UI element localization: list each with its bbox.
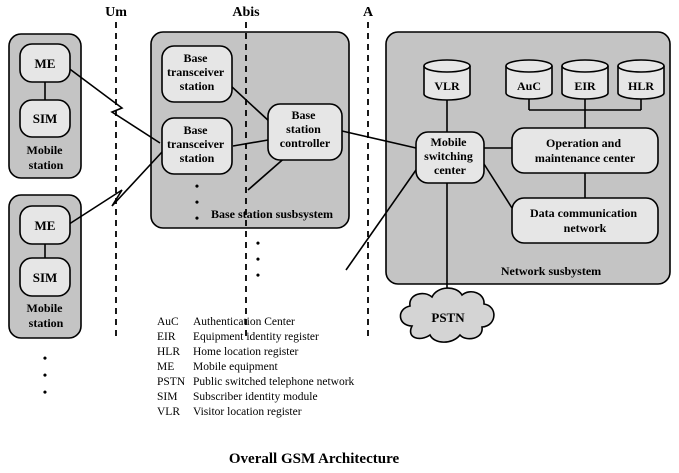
- hlr-label: HLR: [628, 79, 654, 93]
- auc-label: AuC: [517, 79, 541, 93]
- nss-label: Network susbystem: [501, 264, 601, 278]
- hlr-database: HLR: [617, 59, 665, 100]
- more-bts-dot-1: •: [195, 179, 199, 193]
- omc-label: Operation and maintenance center: [535, 136, 636, 165]
- radio-link-1: [62, 63, 161, 144]
- more-mobile-stations-dot-2: •: [43, 368, 47, 382]
- bts2-bsc-link: [232, 139, 269, 147]
- bts-box-1: [161, 45, 233, 103]
- legend-abbr-hlr: HLR: [157, 346, 180, 358]
- legend-desc-auc: Authentication Center: [193, 316, 295, 328]
- legend-abbr-pstn: PSTN: [157, 376, 186, 388]
- bts-label-1: Base transceiver station: [167, 51, 227, 93]
- bts-label-2: Base transceiver station: [167, 123, 227, 165]
- vlr-label: VLR: [434, 79, 460, 93]
- msc-external-link: [345, 169, 417, 271]
- bss-label: Base station susbsystem: [211, 207, 333, 221]
- pstn-label: PSTN: [431, 310, 465, 325]
- bts-box-2: [161, 117, 233, 175]
- bts1-bsc-link: [230, 85, 271, 123]
- a-interface-label: A: [363, 5, 374, 20]
- omc-box: [511, 127, 659, 174]
- bsc-msc-link: [341, 130, 417, 149]
- mobile-station-1-label: Mobile station: [27, 143, 66, 172]
- dcn-label: Data communication network: [530, 206, 640, 235]
- um-interface-label: Um: [105, 5, 127, 20]
- legend: AuC Authentication Center EIR Equipment …: [157, 316, 355, 418]
- legend-desc-vlr: Visitor location register: [193, 406, 302, 418]
- more-bsc-dot-1: •: [256, 236, 260, 250]
- auc-database: AuC: [505, 59, 553, 100]
- sim-box-1: [19, 99, 71, 138]
- me-label-2: ME: [35, 218, 56, 233]
- pstn-cloud: PSTN: [399, 287, 495, 343]
- msc-dcn-link: [483, 163, 513, 209]
- eir-database: EIR: [561, 59, 609, 100]
- legend-abbr-eir: EIR: [157, 331, 176, 343]
- legend-abbr-me: ME: [157, 361, 174, 373]
- msc-label: Mobile switching center: [424, 135, 476, 177]
- diagram-title: Overall GSM Architecture: [229, 451, 400, 467]
- me-label-1: ME: [35, 56, 56, 71]
- bsc-box: [267, 103, 343, 161]
- eir-label: EIR: [574, 79, 596, 93]
- legend-abbr-sim: SIM: [157, 391, 177, 403]
- sim-label-2: SIM: [33, 270, 58, 285]
- bsc-label: Base station controller: [280, 108, 331, 150]
- more-mobile-stations-dot-1: •: [43, 351, 47, 365]
- more-bts-dot-2: •: [195, 195, 199, 209]
- mobile-station-2-label: Mobile station: [27, 301, 66, 330]
- sim-box-2: [19, 257, 71, 297]
- legend-desc-me: Mobile equipment: [193, 361, 278, 373]
- sim-label-1: SIM: [33, 111, 58, 126]
- msc-box: [415, 131, 485, 184]
- more-bts-dot-3: •: [195, 211, 199, 225]
- radio-link-2: [62, 151, 163, 229]
- legend-desc-eir: Equipment identity register: [193, 331, 319, 343]
- more-mobile-stations-dot-3: •: [43, 385, 47, 399]
- legend-desc-hlr: Home location register: [193, 346, 299, 358]
- abis-interface-label: Abis: [232, 5, 260, 20]
- legend-desc-pstn: Public switched telephone network: [193, 376, 355, 388]
- dcn-box: [511, 197, 659, 244]
- legend-abbr-vlr: VLR: [157, 406, 180, 418]
- legend-abbr-auc: AuC: [157, 316, 179, 328]
- bsc-downlink: [247, 154, 289, 191]
- more-bsc-dot-2: •: [256, 252, 260, 266]
- legend-desc-sim: Subscriber identity module: [193, 391, 318, 403]
- vlr-database: VLR: [423, 59, 471, 101]
- more-bsc-dot-3: •: [256, 268, 260, 282]
